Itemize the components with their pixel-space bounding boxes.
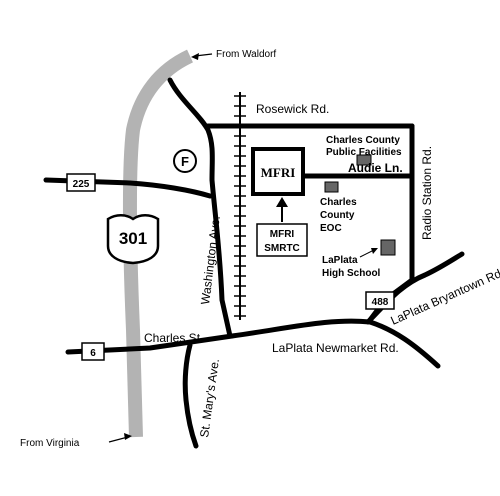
smrtc-arrow	[276, 197, 288, 222]
route-488-shield: 488	[365, 291, 395, 310]
from-waldorf-arrow	[191, 53, 213, 60]
route-225-label: 225	[73, 179, 90, 190]
st-marys-ave-road	[182, 342, 199, 449]
fire-station-marker: F	[173, 149, 197, 173]
us-301-shield: 301	[106, 214, 160, 265]
laplata-newmarket-rd-label: LaPlata Newmarket Rd.	[272, 341, 399, 355]
public-facilities-building	[356, 154, 372, 166]
mfri-smrtc-line1: MFRI	[270, 229, 295, 240]
audie-ln-label: Audie Ln.	[348, 161, 403, 175]
us-301-highway	[122, 49, 194, 438]
high-school-arrow	[359, 248, 378, 258]
eoc-label-line2: County	[320, 210, 355, 221]
eoc-label-line3: EOC	[320, 223, 342, 234]
eoc-building	[324, 181, 339, 193]
mfri-smrtc-line2: SMRTC	[264, 243, 300, 254]
route-6-label: 6	[90, 348, 96, 359]
st-marys-ave-label: St. Mary's Ave.	[197, 358, 222, 439]
from-virginia-label: From Virginia	[20, 438, 80, 449]
mfri-label: MFRI	[261, 165, 296, 180]
from-virginia-arrow	[108, 433, 132, 443]
radio-station-rd-label: Radio Station Rd.	[420, 146, 434, 240]
route-488-label: 488	[372, 297, 389, 308]
route-225-shield: 225	[66, 173, 96, 192]
route-6-shield: 6	[81, 342, 105, 361]
route-225-road	[43, 177, 213, 199]
mfri-building: MFRI	[251, 147, 305, 196]
mfri-smrtc-box: MFRI SMRTC	[256, 223, 308, 257]
fire-station-label: F	[181, 154, 189, 169]
high-school-building	[380, 239, 396, 256]
from-waldorf-label: From Waldorf	[216, 49, 276, 60]
public-facilities-label-line1: Charles County	[326, 135, 400, 146]
high-school-label-line2: High School	[322, 268, 381, 279]
high-school-label-line1: LaPlata	[322, 255, 358, 266]
laplata-bryantown-rd-label: LaPlata Bryantown Rd.	[389, 265, 500, 328]
charles-st-label: Charles St.	[144, 331, 203, 345]
washington-ave-road	[167, 77, 233, 339]
us-301-label: 301	[119, 229, 147, 248]
eoc-label-line1: Charles	[320, 197, 357, 208]
rosewick-rd-label: Rosewick Rd.	[256, 102, 329, 116]
public-facilities-label-line2: Public Facilities	[326, 147, 402, 158]
